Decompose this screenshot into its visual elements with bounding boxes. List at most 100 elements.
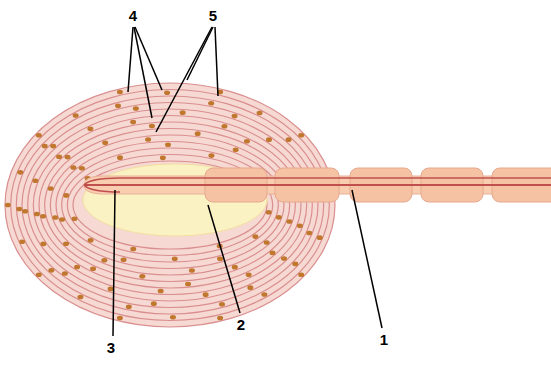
nucleus-dot xyxy=(130,120,136,125)
nucleus-dot xyxy=(90,266,96,271)
nucleus-dot xyxy=(74,265,80,270)
lamella xyxy=(67,155,272,256)
leader-lines xyxy=(113,27,382,336)
nucleus-dot xyxy=(269,251,275,256)
nucleus-dot xyxy=(189,268,195,273)
nucleus-dot xyxy=(117,90,123,95)
leader-line xyxy=(187,27,213,80)
nucleus-dot xyxy=(246,272,252,277)
nucleus-dot xyxy=(149,124,155,129)
nucleus-dot xyxy=(185,282,191,287)
callout-number: 1 xyxy=(380,332,388,347)
nucleus-dot xyxy=(292,262,298,267)
leader-line xyxy=(128,27,133,92)
callout-number: 2 xyxy=(237,317,245,332)
nucleus-dot xyxy=(19,239,25,244)
nucleus-dot xyxy=(101,258,107,263)
nucleus-dot xyxy=(160,156,166,161)
nucleus-dot xyxy=(59,217,65,222)
nucleus-dot xyxy=(5,203,11,208)
nucleus-dot xyxy=(203,292,209,297)
axon-terminal-outline xyxy=(84,178,551,192)
lamella xyxy=(28,109,313,301)
leader-line xyxy=(156,27,212,132)
nucleus-dot xyxy=(219,302,225,307)
callout-number: 4 xyxy=(129,8,137,23)
nucleus-dot xyxy=(63,241,69,246)
nucleus-dot xyxy=(70,165,76,170)
nucleus-dot xyxy=(42,144,48,149)
nucleus-dot xyxy=(232,114,238,119)
axon-membrane xyxy=(84,184,551,186)
nucleus-dot xyxy=(88,238,94,243)
nucleus-dot xyxy=(48,186,54,191)
lamella xyxy=(16,96,323,314)
nucleus-dot xyxy=(145,137,151,142)
nucleus-dot xyxy=(170,315,176,320)
nucleus-dot xyxy=(164,90,170,95)
nucleus-dot xyxy=(180,110,186,115)
nucleus-dot xyxy=(52,215,58,220)
nucleus-dot xyxy=(17,170,23,175)
nucleus-dot xyxy=(117,155,123,160)
nucleus-dot xyxy=(130,247,136,252)
leader-line xyxy=(215,27,218,96)
nucleus-dot xyxy=(195,131,201,136)
nucleus-dot xyxy=(261,292,267,297)
nucleus-dot xyxy=(232,265,238,270)
nucleus-dot xyxy=(40,242,46,247)
capsule xyxy=(5,83,335,327)
nucleus-dot xyxy=(221,124,227,129)
nucleus-dot xyxy=(62,271,68,276)
nucleus-dot xyxy=(79,166,85,171)
leader-line xyxy=(135,27,162,90)
nucleus-dot xyxy=(87,127,93,132)
nucleus-dot xyxy=(252,234,258,239)
nucleus-dot xyxy=(233,147,239,152)
nucleus-dot xyxy=(16,207,22,212)
nucleus-dot xyxy=(36,272,42,277)
nucleus-dot xyxy=(158,289,164,294)
nucleus-dot xyxy=(22,209,28,214)
leader-line xyxy=(208,205,240,313)
nucleus-dot xyxy=(244,139,250,144)
nucleus-dot xyxy=(297,224,303,229)
nucleus-dot xyxy=(34,212,40,217)
nucleus-dot xyxy=(32,178,38,183)
nucleus-dot xyxy=(286,219,292,224)
nucleus-dot xyxy=(151,301,157,306)
leader-line xyxy=(113,190,115,336)
nucleus-dot xyxy=(208,101,214,106)
nucleus-dot xyxy=(217,257,223,262)
nucleus-dot xyxy=(40,214,46,219)
nucleus-dot xyxy=(172,256,178,261)
nucleus-dot xyxy=(133,106,139,111)
lamella xyxy=(5,83,335,327)
lamella xyxy=(73,161,267,249)
lamella xyxy=(22,103,318,308)
nucleus-dot xyxy=(165,142,171,147)
nucleus-dot xyxy=(117,316,123,321)
nucleus-dot xyxy=(108,287,114,292)
nucleus-dot xyxy=(115,103,121,108)
nucleus-dot xyxy=(276,215,282,220)
lamellae xyxy=(5,83,335,327)
callout-number: 3 xyxy=(107,340,115,355)
nucleus-dot xyxy=(77,295,83,300)
nucleus-dot xyxy=(281,256,287,261)
nucleus-dot xyxy=(102,141,108,146)
nucleus-dot xyxy=(286,137,292,142)
nucleus-dot xyxy=(298,272,304,277)
lamella xyxy=(62,148,279,262)
nucleus-dot xyxy=(139,274,145,279)
lamella xyxy=(33,116,306,295)
nucleus-dot xyxy=(56,154,62,159)
nucleus-dot xyxy=(317,235,323,240)
lamella xyxy=(50,135,289,275)
nucleus-dot xyxy=(36,133,42,138)
nucleus-dot xyxy=(266,210,272,215)
nucleus-dot xyxy=(217,316,223,321)
lamella-nuclei xyxy=(5,90,323,320)
